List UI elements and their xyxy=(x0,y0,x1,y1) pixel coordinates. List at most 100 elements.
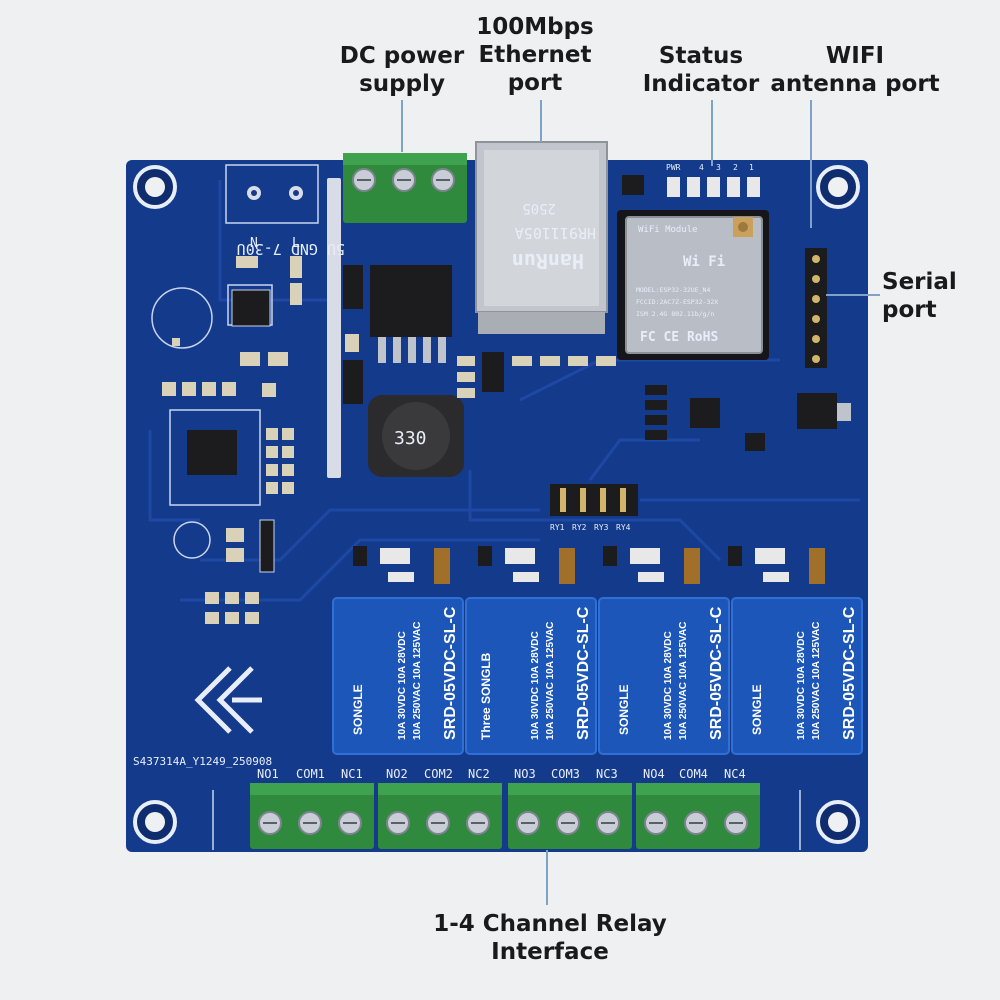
wifi-line-ism: ISM 2.4G 802.11b/g/n xyxy=(636,310,714,318)
ethernet-model: HR911105A xyxy=(515,224,596,242)
terminal-label-nc4: NC4 xyxy=(724,767,746,781)
relay-header-ry2: RY2 xyxy=(572,523,587,532)
relay-header-ry1: RY1 xyxy=(550,523,565,532)
diode-2 xyxy=(343,360,363,404)
ethernet-jack: HanRun HR911105A 2505 xyxy=(475,141,608,334)
terminal-label-com3: COM3 xyxy=(551,767,580,781)
status-line1: Status xyxy=(658,43,744,69)
terminal-label-no4: NO4 xyxy=(643,767,665,781)
ethernet-port-label: 100Mbps Ethernet port xyxy=(470,13,600,97)
terminal-label-no2: NO2 xyxy=(386,767,408,781)
power-silk-label: 5U GND 7-30U xyxy=(237,240,345,258)
voltage-regulator xyxy=(370,265,452,363)
relay-leader-line xyxy=(546,850,548,905)
inductor: 330 xyxy=(368,395,464,477)
ethernet-brand: HanRun xyxy=(512,249,584,273)
relay-3-rating2: 10A 30VDC 10A 28VDC xyxy=(663,631,674,740)
status-leds xyxy=(622,175,760,197)
relay-1-rating2: 10A 30VDC 10A 28VDC xyxy=(397,631,408,740)
ic-chip xyxy=(690,398,720,428)
status-line2: Indicator xyxy=(642,71,760,97)
relay-3-rating1: 10A 250VAC 10A 125VAC xyxy=(678,622,689,740)
relay-2-brand: Three SONGLB xyxy=(479,652,493,740)
relay-driver-row xyxy=(353,546,825,584)
terminal-labels: NO1 COM1 NC1 NO2 COM2 NC2 NO3 COM3 NC3 N… xyxy=(257,767,746,781)
small-chip xyxy=(745,433,765,451)
wifi-line-fcc: FCCID:2AC7Z-ESP32-32X xyxy=(636,298,718,306)
terminal-block-3 xyxy=(508,783,632,849)
wifi-line1: WIFI xyxy=(825,43,885,69)
relay-terminal-blocks xyxy=(250,783,760,849)
relay-header-ry4: RY4 xyxy=(616,523,631,532)
ac-input-pads: N L xyxy=(247,186,303,251)
wifi-module-title: WiFi Module xyxy=(638,225,698,235)
smd-resistor-array xyxy=(645,385,667,440)
wifi-module: WiFi Module Wi Fi MODEL:ESP32-32UE_N4 FC… xyxy=(617,210,769,360)
ethernet-line2: Ethernet xyxy=(478,42,592,68)
inductor-label: 330 xyxy=(394,428,427,449)
led-label-2: 2 xyxy=(733,163,738,172)
terminal-label-com2: COM2 xyxy=(424,767,453,781)
diode xyxy=(343,265,363,309)
serial-line2: port xyxy=(882,297,937,323)
passive-components xyxy=(345,334,616,398)
relay-4-model: SRD-05VDC-SL-C xyxy=(841,606,858,740)
relay-4-rating1: 10A 250VAC 10A 125VAC xyxy=(811,622,822,740)
terminal-block-4 xyxy=(636,783,760,849)
mounting-holes xyxy=(133,165,860,844)
relay-1-model: SRD-05VDC-SL-C xyxy=(442,606,459,740)
regulator-sot xyxy=(797,393,851,429)
status-leader-line xyxy=(711,100,713,166)
led-label-1: 1 xyxy=(749,163,754,172)
wifi-leader-line xyxy=(810,100,812,228)
wifi-antenna-label: WIFI antenna port xyxy=(766,42,944,98)
isolation-strip xyxy=(327,178,341,478)
terminal-label-com4: COM4 xyxy=(679,767,708,781)
led-label-pwr: PWR xyxy=(666,163,681,172)
ethernet-date: 2505 xyxy=(522,200,556,216)
terminal-label-no1: NO1 xyxy=(257,767,279,781)
terminal-block-1 xyxy=(250,783,374,849)
terminal-label-com1: COM1 xyxy=(296,767,325,781)
relay-1: SRD-05VDC-SL-C 10A 250VAC 10A 125VAC 10A… xyxy=(332,597,464,755)
relay-interface-label: 1-4 Channel Relay Interface xyxy=(430,910,670,966)
relay-1-rating1: 10A 250VAC 10A 125VAC xyxy=(412,622,423,740)
serial-port-label: Serial port xyxy=(882,268,964,324)
relay-2-model: SRD-05VDC-SL-C xyxy=(575,606,592,740)
serial-line1: Serial xyxy=(882,269,957,295)
terminal-label-nc3: NC3 xyxy=(596,767,618,781)
dc-power-terminal xyxy=(343,153,467,223)
terminal-block-2 xyxy=(378,783,502,849)
relay-2-rating1: 10A 250VAC 10A 125VAC xyxy=(545,622,556,740)
dc-power-supply-label: DC power supply xyxy=(331,42,473,98)
relay-4-brand: SONGLE xyxy=(750,684,764,735)
relay-line2: Interface xyxy=(491,939,609,965)
smd-chip xyxy=(482,352,504,392)
relay-3-model: SRD-05VDC-SL-C xyxy=(708,606,725,740)
relay-2-rating2: 10A 30VDC 10A 28VDC xyxy=(530,631,541,740)
led-label-4: 4 xyxy=(699,163,704,172)
left-components xyxy=(151,256,302,624)
board-logo xyxy=(194,666,262,734)
ethernet-line3: port xyxy=(507,70,563,96)
relay-line1: 1-4 Channel Relay xyxy=(433,911,667,937)
relay-header-ry3: RY3 xyxy=(594,523,609,532)
relay-1-brand: SONGLE xyxy=(351,684,365,735)
board-serial-code: S437314A_Y1249_250908 xyxy=(133,755,272,768)
ac-label-l: L xyxy=(292,236,300,251)
relay-2: SRD-05VDC-SL-C 10A 250VAC 10A 125VAC 10A… xyxy=(465,597,597,755)
wifi-line-model: MODEL:ESP32-32UE_N4 xyxy=(636,286,710,294)
relay-header-pins xyxy=(550,484,638,516)
wifi-logo: Wi Fi xyxy=(683,254,725,270)
ethernet-line1: 100Mbps xyxy=(476,14,594,40)
dc-power-line2: supply xyxy=(359,71,445,97)
terminal-label-no3: NO3 xyxy=(514,767,536,781)
relay-4: SRD-05VDC-SL-C 10A 250VAC 10A 125VAC 10A… xyxy=(731,597,863,755)
dc-power-line1: DC power xyxy=(339,43,465,69)
serial-header xyxy=(805,248,827,368)
terminal-label-nc1: NC1 xyxy=(341,767,363,781)
relay-3: SRD-05VDC-SL-C 10A 250VAC 10A 125VAC 10A… xyxy=(598,597,730,755)
led-label-3: 3 xyxy=(716,163,721,172)
serial-leader-line xyxy=(826,294,880,296)
ethernet-leader-line xyxy=(540,100,542,142)
